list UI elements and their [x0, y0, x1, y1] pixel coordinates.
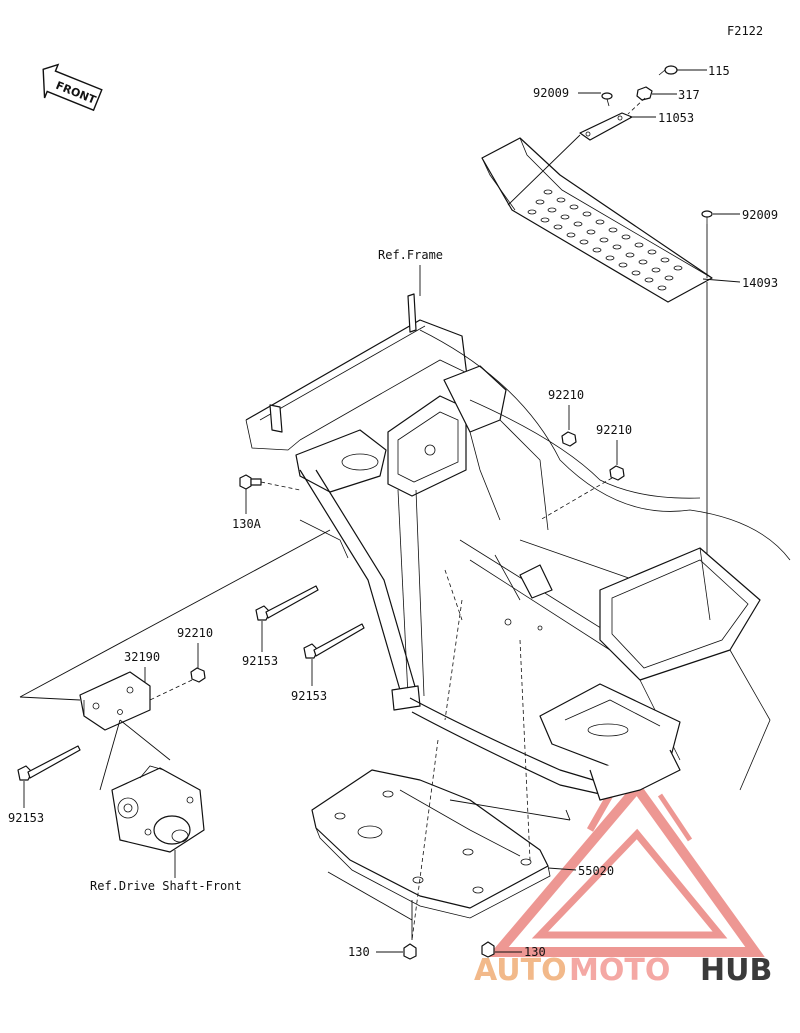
callout-11053: 11053 — [658, 111, 694, 125]
bolt-115 — [658, 65, 678, 76]
callout-92210-c: 92210 — [177, 626, 213, 640]
bolt-130-a — [403, 943, 417, 960]
callout-317: 317 — [678, 88, 700, 102]
bolt-92153-c — [17, 745, 81, 781]
ref-drive-shaft-label: Ref.Drive Shaft-Front — [90, 879, 242, 893]
screw-92009-right — [701, 210, 713, 224]
callout-130-b: 130 — [524, 945, 546, 959]
callout-92153-a: 92153 — [242, 654, 278, 668]
callout-92210-b: 92210 — [596, 423, 632, 437]
watermark-logo: AUTO MOTO HUB — [474, 953, 772, 988]
nut-317 — [636, 86, 653, 101]
callout-92153-b: 92153 — [291, 689, 327, 703]
callout-55020: 55020 — [578, 864, 614, 878]
nut-92210-b — [609, 465, 625, 481]
callout-115: 115 — [708, 64, 730, 78]
callout-14093: 14093 — [742, 276, 778, 290]
ref-frame-label: Ref.Frame — [378, 248, 443, 262]
bolt-130A — [239, 474, 262, 490]
bolt-92153-a — [255, 585, 319, 621]
skid-plate-55020 — [311, 769, 551, 919]
callout-32190: 32190 — [124, 650, 160, 664]
figure-code: F2122 — [727, 24, 763, 38]
callout-92009-top: 92009 — [533, 86, 569, 100]
callout-130-a: 130 — [348, 945, 370, 959]
callout-92153-c: 92153 — [8, 811, 44, 825]
bracket-32190 — [79, 671, 151, 731]
watermark-hub: HUB — [700, 953, 772, 988]
nut-92210-a — [561, 431, 577, 447]
watermark-moto: MOTO — [569, 953, 670, 988]
bracket-11053 — [579, 112, 633, 141]
bolt-130-b — [481, 941, 495, 958]
front-differential — [111, 765, 205, 853]
front-arrow-icon: FRONT — [42, 63, 103, 112]
watermark-auto: AUTO — [474, 953, 567, 988]
screw-92009-top — [601, 92, 613, 107]
vehicle-frame — [245, 293, 791, 801]
callout-130A: 130A — [232, 517, 262, 531]
bolt-92153-b — [303, 623, 365, 659]
callout-92009-right: 92009 — [742, 208, 778, 222]
footboard-14093 — [481, 137, 713, 303]
watermark-triangle — [487, 779, 765, 957]
nut-92210-c — [190, 667, 206, 683]
callout-92210-a: 92210 — [548, 388, 584, 402]
